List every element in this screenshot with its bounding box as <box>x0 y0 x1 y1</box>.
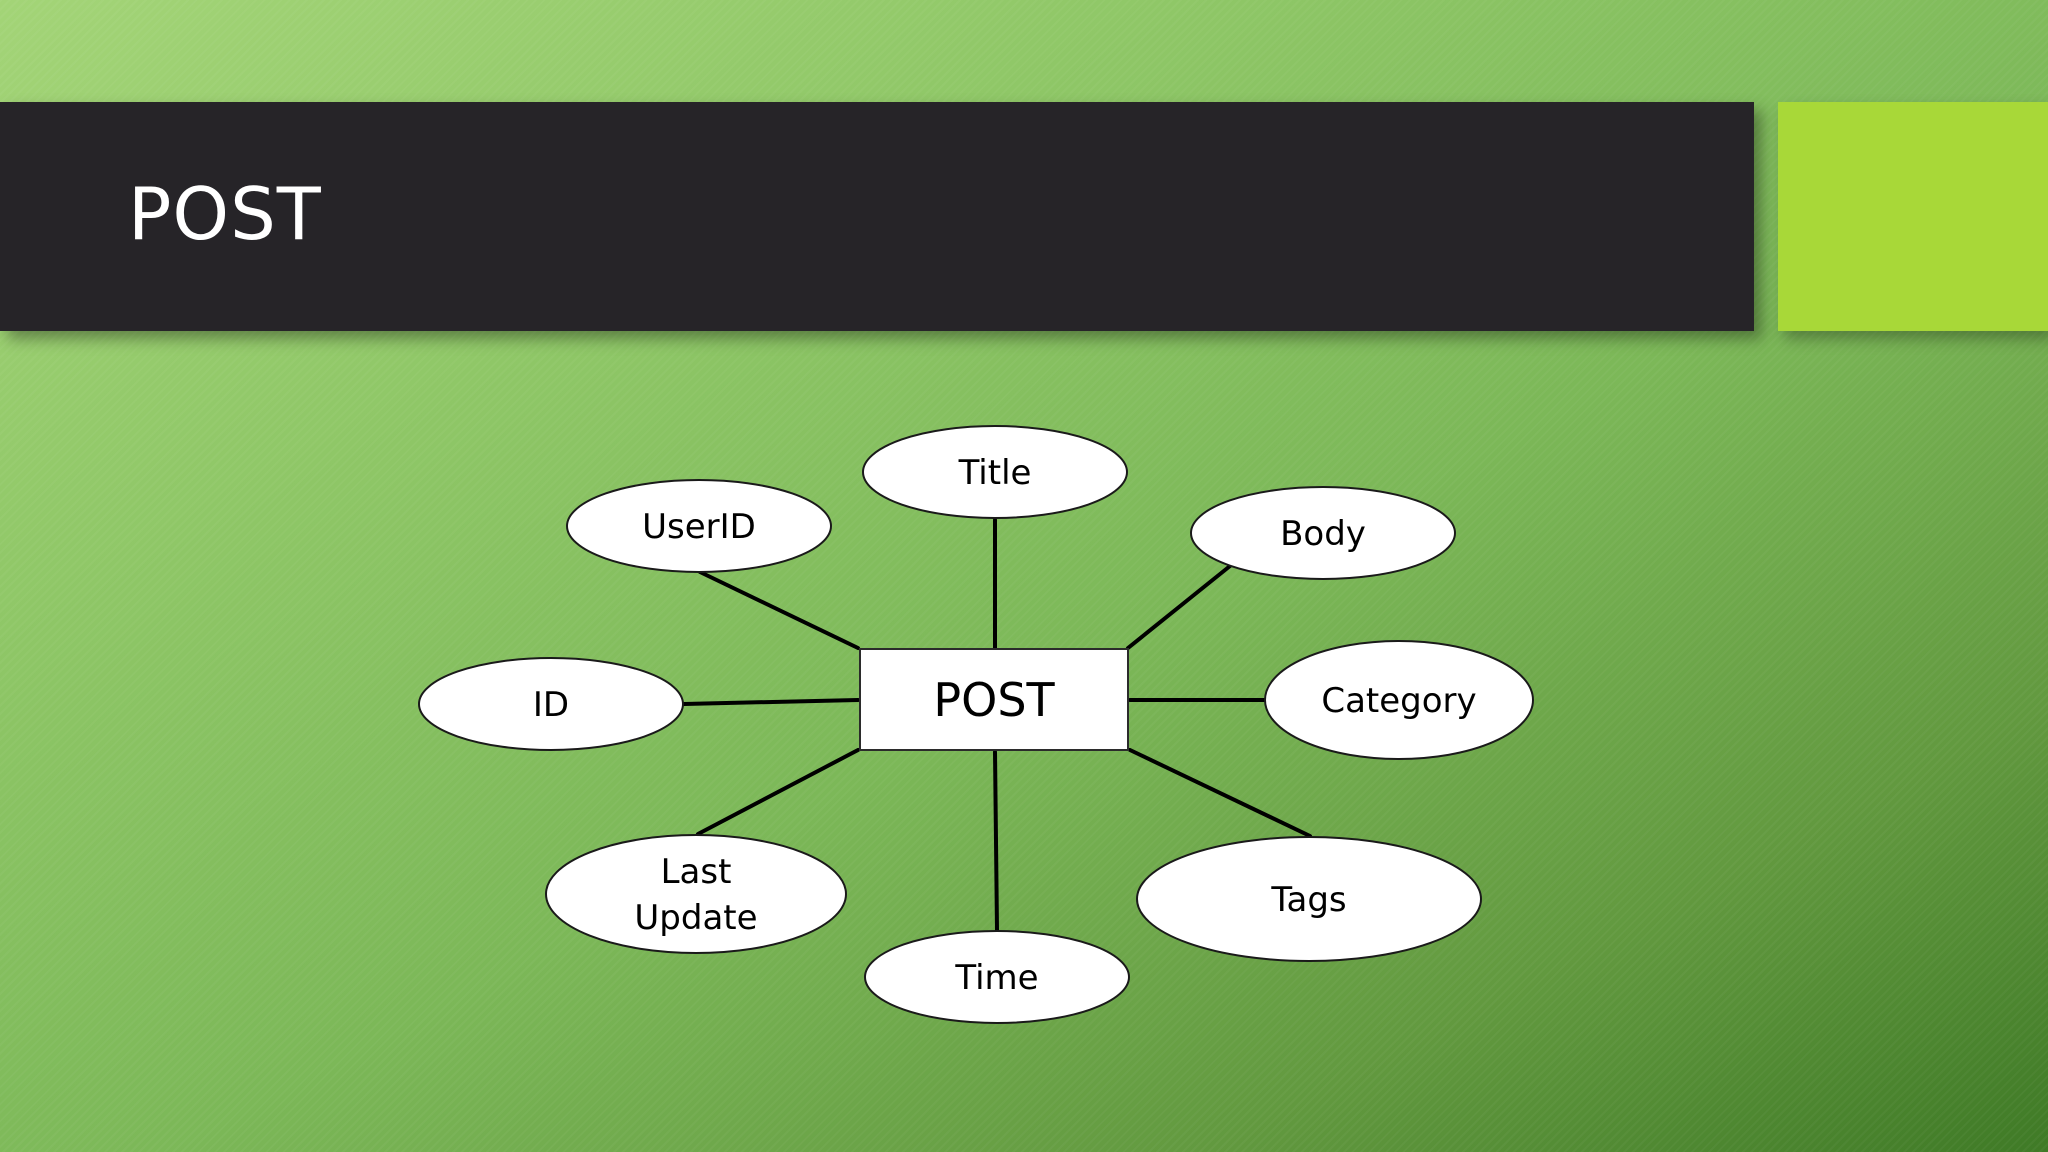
attribute-ellipse-tags <box>1136 836 1482 962</box>
connector-last-update <box>696 748 860 836</box>
attribute-ellipse-last-update <box>545 834 847 954</box>
attribute-label-title: Title <box>958 453 1032 493</box>
attribute-ellipse-title <box>862 425 1128 519</box>
connector-lines <box>682 518 1312 932</box>
attribute-time: Time <box>864 930 1130 1024</box>
connector-body <box>1126 564 1232 650</box>
attribute-userid: UserID <box>566 479 832 573</box>
attribute-ellipse-time <box>864 930 1130 1024</box>
slide-title: POST <box>128 172 322 256</box>
accent-square <box>1778 102 2048 331</box>
attribute-label-tags: Tags <box>1270 880 1346 920</box>
attribute-label-userid: UserID <box>642 507 756 547</box>
attribute-body: Body <box>1190 486 1456 580</box>
connector-time <box>993 750 999 932</box>
connector-userid <box>698 570 860 650</box>
attribute-id: ID <box>418 657 684 751</box>
attribute-category: Category <box>1264 640 1534 760</box>
attribute-label-time: Time <box>954 958 1038 998</box>
attribute-ellipse-userid <box>566 479 832 573</box>
attribute-label-id: ID <box>533 685 569 725</box>
connector-id <box>682 698 860 706</box>
attribute-label-category: Category <box>1321 681 1476 721</box>
connector-tags <box>1128 748 1312 838</box>
entity-node: POST <box>859 648 1129 751</box>
attribute-ellipse-id <box>418 657 684 751</box>
entity-label: POST <box>933 673 1055 727</box>
attribute-title: Title <box>862 425 1128 519</box>
attribute-tags: Tags <box>1136 836 1482 962</box>
attribute-ellipse-body <box>1190 486 1456 580</box>
entity-box <box>859 648 1129 751</box>
attribute-ellipse-category <box>1264 640 1534 760</box>
title-bar <box>0 102 1754 331</box>
attribute-label-body: Body <box>1280 514 1366 554</box>
